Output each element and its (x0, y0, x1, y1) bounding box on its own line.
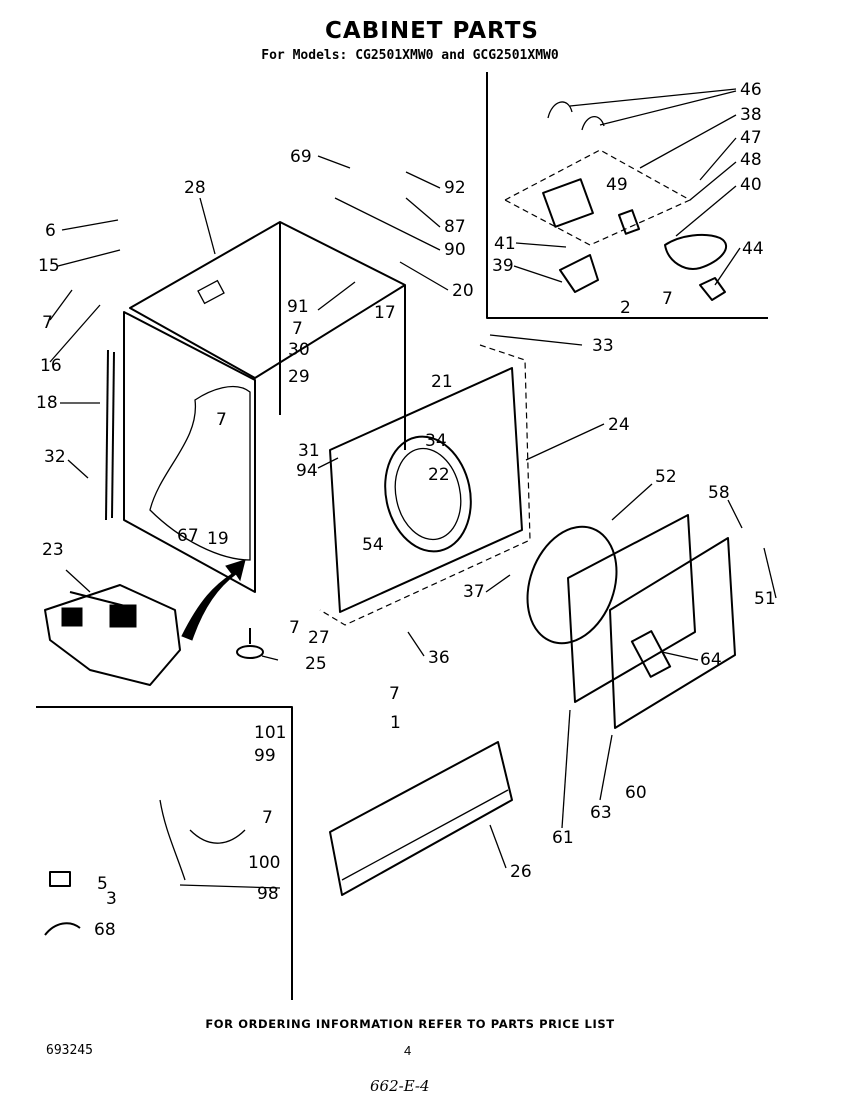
part-label: 49 (606, 175, 628, 195)
part-label: 98 (257, 884, 279, 904)
part-label: 3 (106, 889, 117, 909)
part-label: 40 (740, 175, 762, 195)
part-label: 7 (262, 808, 273, 828)
part-label: 32 (44, 447, 66, 467)
part-label: 33 (592, 336, 614, 356)
part-label: 29 (288, 367, 310, 387)
part-label: 34 (425, 431, 447, 451)
part-label: 67 (177, 526, 199, 546)
part-label: 101 (254, 723, 286, 743)
part-label: 87 (444, 217, 466, 237)
door-drawing (526, 514, 736, 729)
part-label: 41 (494, 234, 516, 254)
part-label: 5 (97, 874, 108, 894)
part-label: 6 (45, 221, 56, 241)
part-label: 36 (428, 648, 450, 668)
part-label: 7 (42, 313, 53, 333)
part-label: 1 (390, 713, 401, 733)
part-label: 63 (590, 803, 612, 823)
part-label: 38 (740, 105, 762, 125)
cabinet-drawing (105, 221, 406, 593)
part-label: 30 (288, 340, 310, 360)
part-label: 60 (625, 783, 647, 803)
wiring-drawing (44, 799, 246, 936)
part-label: 39 (492, 256, 514, 276)
part-label: 92 (444, 178, 466, 198)
part-label: 7 (662, 289, 673, 309)
part-label: 7 (216, 410, 227, 430)
toe-panel-drawing (329, 741, 513, 896)
front-panel-drawing (319, 344, 531, 626)
handwritten-note: 662-E-4 (370, 1077, 430, 1095)
page-number: 4 (404, 1043, 412, 1058)
part-label: 31 (298, 441, 320, 461)
inset-frames (36, 72, 768, 1000)
leader-lines (49, 88, 777, 889)
part-label: 61 (552, 828, 574, 848)
part-label: 47 (740, 128, 762, 148)
part-label: 44 (742, 239, 764, 259)
part-label: 90 (444, 240, 466, 260)
part-label: 27 (308, 628, 330, 648)
part-labels: 46 38 47 48 49 40 41 44 39 2 7 69 92 87 … (36, 80, 776, 940)
part-label: 94 (296, 461, 318, 481)
burner-assembly-drawing (44, 559, 246, 686)
part-label: 68 (94, 920, 116, 940)
part-label: 2 (620, 298, 631, 318)
part-label: 37 (463, 582, 485, 602)
gas-valve-drawing (503, 101, 728, 301)
ordering-note: FOR ORDERING INFORMATION REFER TO PARTS … (205, 1017, 615, 1031)
part-label: 7 (389, 684, 400, 704)
part-label: 58 (708, 483, 730, 503)
part-label: 51 (754, 589, 776, 609)
part-label: 7 (292, 319, 303, 339)
part-label: 52 (655, 467, 677, 487)
leveling-leg-drawing (236, 628, 264, 659)
part-label: 25 (305, 654, 327, 674)
page-title: CABINET PARTS (325, 18, 539, 44)
part-label: 21 (431, 372, 453, 392)
part-label: 99 (254, 746, 276, 766)
part-label: 46 (740, 80, 762, 100)
part-label: 7 (289, 618, 300, 638)
part-label: 54 (362, 535, 384, 555)
part-label: 24 (608, 415, 630, 435)
part-label: 100 (248, 853, 280, 873)
part-label: 17 (374, 303, 396, 323)
part-label: 91 (287, 297, 309, 317)
document-number: 693245 (46, 1043, 93, 1058)
part-label: 64 (700, 650, 722, 670)
part-label: 69 (290, 147, 312, 167)
part-label: 19 (207, 529, 229, 549)
model-subtitle: For Models: CG2501XMW0 and GCG2501XMW0 (261, 48, 559, 63)
part-label: 20 (452, 281, 474, 301)
part-label: 23 (42, 540, 64, 560)
part-label: 22 (428, 465, 450, 485)
part-label: 18 (36, 393, 58, 413)
part-label: 16 (40, 356, 62, 376)
part-label: 28 (184, 178, 206, 198)
part-label: 15 (38, 256, 60, 276)
part-label: 26 (510, 862, 532, 882)
part-label: 48 (740, 150, 762, 170)
